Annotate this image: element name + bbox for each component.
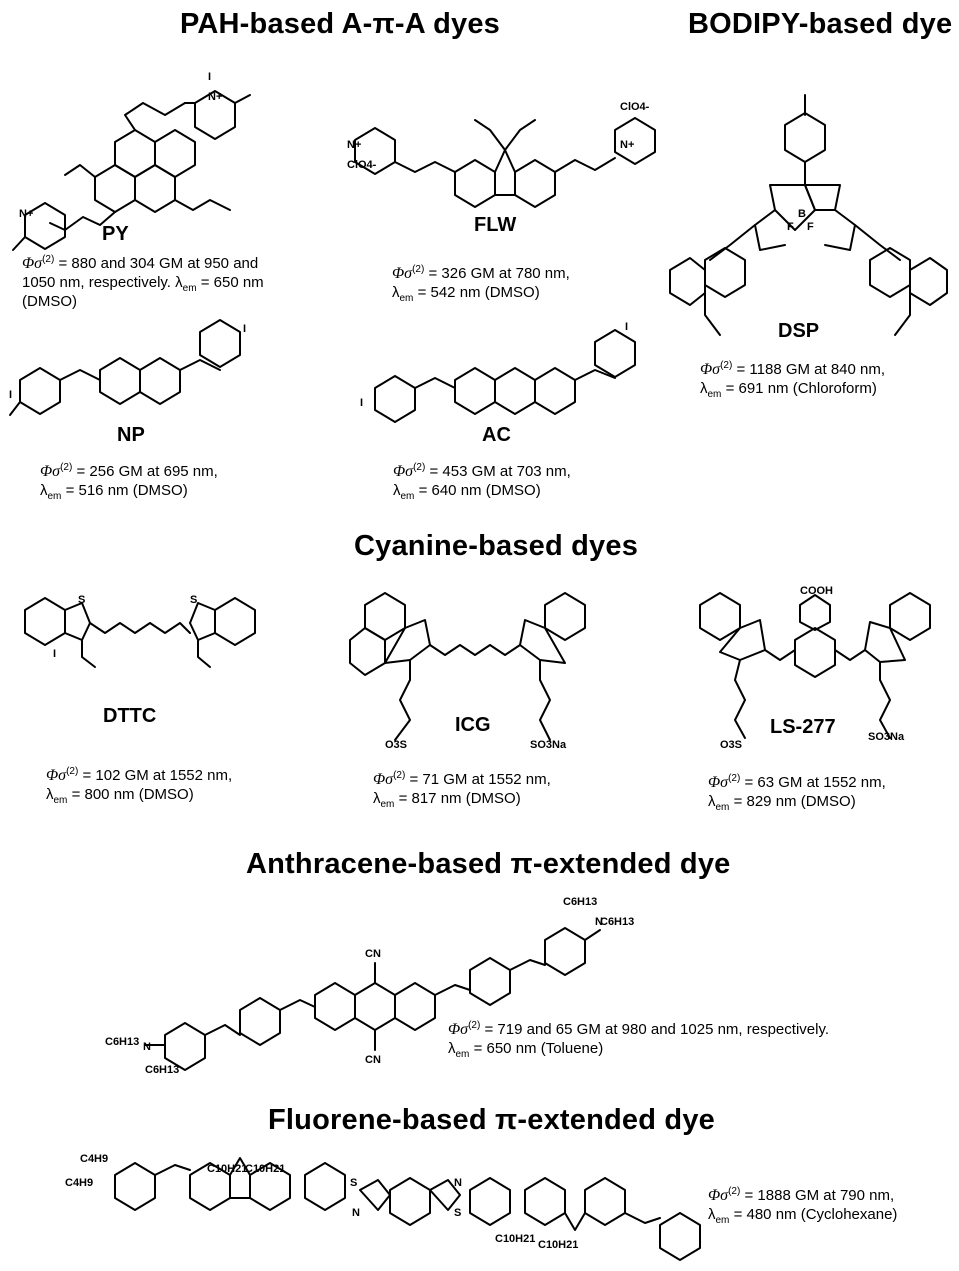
caption-ac: Φσ(2) = 453 GM at 703 nm, λem = 640 nm (… [393,462,571,502]
label-dttc: DTTC [103,705,157,727]
fluo-c10h21-bot1: C10H21 [495,1233,535,1245]
anth-c6h13-right1: C6H13 [563,896,597,908]
caption-dttc: Φσ(2) = 102 GM at 1552 nm, λem = 800 nm … [46,766,233,806]
caption-icg: Φσ(2) = 71 GM at 1552 nm, λem = 817 nm (… [373,770,551,810]
icg-so3na: SO3Na [530,739,567,751]
caption-ls277: Φσ(2) = 63 GM at 1552 nm, λem = 829 nm (… [708,773,886,813]
dsp-f-left: F [787,221,794,233]
py-iodide-top: I [208,71,211,83]
caption-np: Φσ(2) = 256 GM at 695 nm, λem = 516 nm (… [40,462,218,502]
anth-c6h13-right2: C6H13 [600,916,634,928]
fluo-c10h21-top2: C10H21 [245,1163,285,1175]
py-n-top: N+ [208,91,222,103]
py-n-bottom: N+ [19,208,33,220]
ac-structure: I I [360,321,636,423]
dsp-structure: B F F [669,94,948,336]
anth-c6h13-left1: C6H13 [105,1036,139,1048]
caption-py: Φσ(2) = 880 and 304 GM at 950 and 1050 n… [22,254,264,311]
fluo-c4h9-1: C4H9 [80,1153,108,1165]
dttc-iodide: I [53,648,56,660]
label-icg: ICG [455,714,491,736]
label-py: PY [102,223,129,245]
np-iodide: I [9,389,12,401]
flw-clo4-right: ClO4- [620,101,650,113]
label-ac: AC [482,424,511,446]
heading-fluorene: Fluorene-based π-extended dye [268,1104,715,1136]
caption-anthracene: Φσ(2) = 719 and 65 GM at 980 and 1025 nm… [448,1020,830,1060]
icg-so3: O3S [385,739,407,751]
heading-bodipy: BODIPY-based dye [688,8,953,40]
label-ls277: LS-277 [770,716,836,738]
anth-cn-top: CN [365,948,381,960]
dttc-s-right: S [190,594,197,606]
ls277-so3na: SO3Na [868,731,905,743]
ac-iodide-right: I [625,321,628,333]
anthracene-structure: CN CN N C6H13 C6H13 N C6H13 C6H13 [105,896,634,1076]
fluorene-structure: C4H9 C4H9 C10H21 C10H21 C10H21 C10H21 S … [65,1153,701,1261]
dsp-f-right: F [807,221,814,233]
label-np: NP [117,424,145,446]
label-flw: FLW [474,214,517,236]
anth-cn-bottom: CN [365,1054,381,1066]
flw-clo4-left: ClO4- [347,159,377,171]
ls277-so3: O3S [720,739,742,751]
caption-dsp: Φσ(2) = 1188 GM at 840 nm, λem = 691 nm … [700,360,886,400]
anth-c6h13-left2: C6H13 [145,1064,179,1076]
fluo-n-bottom: N [352,1207,360,1219]
fluo-c10h21-bot2: C10H21 [538,1239,578,1251]
fluo-s-bottom: S [454,1207,461,1219]
ls277-cooh: COOH [800,585,833,597]
icg-structure: O3S SO3Na [349,592,586,751]
anth-n-left: N [143,1041,151,1053]
fluo-c10h21-top1: C10H21 [207,1163,247,1175]
ls277-structure: COOH O3S SO3Na [699,585,931,751]
fluo-n-top: N [454,1177,462,1189]
flw-n-right: N+ [620,139,634,151]
np-iodide-right: I [243,323,246,335]
anth-n-right: N [595,916,603,928]
dttc-s-left: S [78,594,85,606]
label-dsp: DSP [778,320,820,342]
caption-flw: Φσ(2) = 326 GM at 780 nm, λem = 542 nm (… [392,264,570,304]
heading-cyanine: Cyanine-based dyes [354,530,639,562]
heading-anthracene: Anthracene-based π-extended dye [246,848,731,880]
flw-structure: N+ ClO4- ClO4- N+ [347,101,656,208]
flw-n-left: N+ [347,139,361,151]
ac-iodide: I [360,397,363,409]
heading-pah: PAH-based A-π-A dyes [180,8,501,40]
fluo-c4h9-2: C4H9 [65,1177,93,1189]
fluo-s-top: S [350,1177,357,1189]
np-structure: I I [9,319,246,416]
py-structure: I N+ N+ [12,71,251,251]
caption-fluorene: Φσ(2) = 1888 GM at 790 nm, λem = 480 nm … [708,1186,898,1226]
dttc-structure: S S I [24,594,256,668]
dsp-b: B [798,208,806,220]
